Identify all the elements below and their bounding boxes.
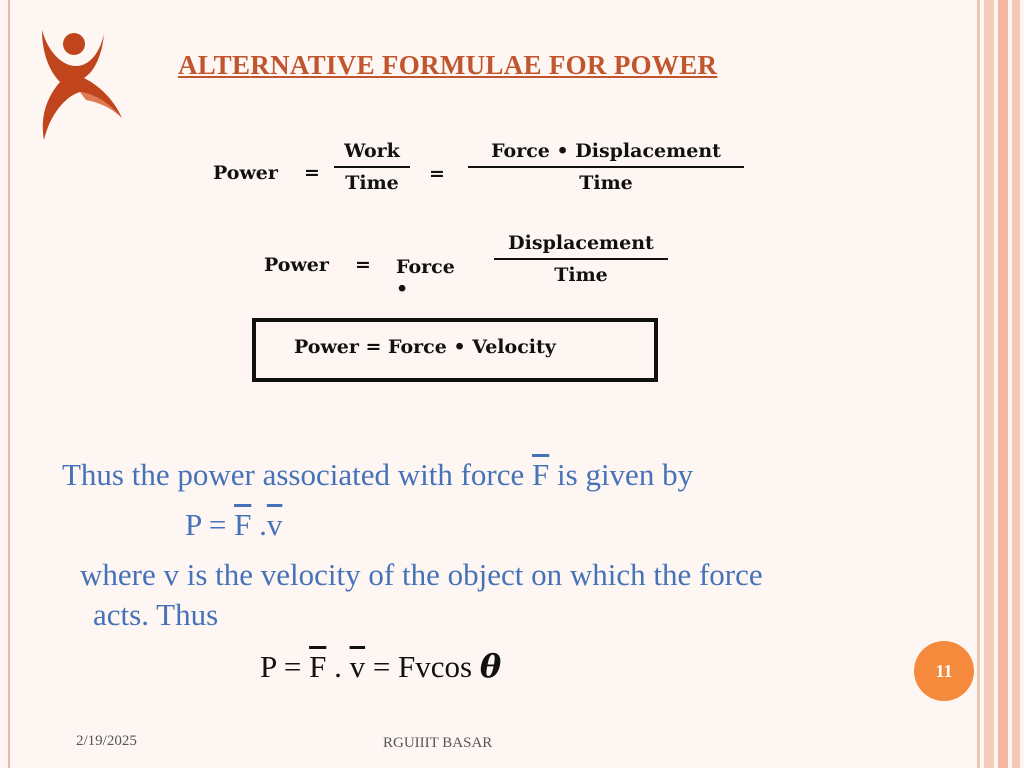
logo-figure-icon bbox=[42, 30, 122, 140]
fraction-denominator-time-2: Time bbox=[579, 172, 633, 194]
body-line-1: Thus the power associated with force F i… bbox=[62, 457, 694, 492]
fraction-work-time: Work Time bbox=[334, 140, 410, 194]
footer-institution: RGUIIIT BASAR bbox=[383, 735, 493, 751]
formula1-equals-1: = bbox=[304, 162, 320, 184]
formula2-equals: = bbox=[355, 254, 371, 276]
fraction-denominator-time-3: Time bbox=[554, 264, 608, 286]
right-decorative-stripes bbox=[972, 0, 1024, 768]
formula3-text: Power = Force • Velocity bbox=[294, 336, 556, 358]
equation-P-Fvcos-theta: P = F . v = Fvcos θ bbox=[260, 647, 502, 685]
left-border-line bbox=[8, 0, 10, 768]
vector-v: v bbox=[266, 507, 283, 542]
fraction-displacement-time: Displacement Time bbox=[494, 232, 668, 286]
fraction-numerator-work: Work bbox=[344, 140, 400, 162]
fraction-numerator-displacement: Displacement bbox=[508, 232, 654, 254]
vector-F-2: F bbox=[234, 507, 252, 542]
theta-symbol: θ bbox=[479, 647, 502, 685]
equation-P-F-dot-v: P = F .v bbox=[185, 507, 283, 542]
fraction-force-displacement-time: Force • Displacement Time bbox=[468, 140, 744, 194]
formula1-lhs: Power bbox=[213, 162, 278, 184]
boxed-formula-power-force-velocity: Power = Force • Velocity bbox=[252, 318, 658, 382]
fraction-numerator-force-displacement: Force • Displacement bbox=[491, 140, 721, 162]
vector-v-2: v bbox=[349, 649, 366, 684]
footer-date: 2/19/2025 bbox=[76, 733, 137, 749]
formula1-equals-2: = bbox=[429, 163, 445, 185]
formula2-force: Force • bbox=[396, 256, 455, 300]
body-line-3: acts. Thus bbox=[93, 597, 219, 632]
body-line-2: where v is the velocity of the object on… bbox=[80, 557, 763, 592]
fraction-denominator-time: Time bbox=[345, 172, 399, 194]
vector-F: F bbox=[532, 457, 550, 492]
slide-title: ALTERNATIVE FORMULAE FOR POWER bbox=[178, 50, 718, 80]
page-number-badge: 11 bbox=[914, 641, 974, 701]
formula2-lhs: Power bbox=[264, 254, 329, 276]
vector-F-3: F bbox=[309, 649, 327, 684]
